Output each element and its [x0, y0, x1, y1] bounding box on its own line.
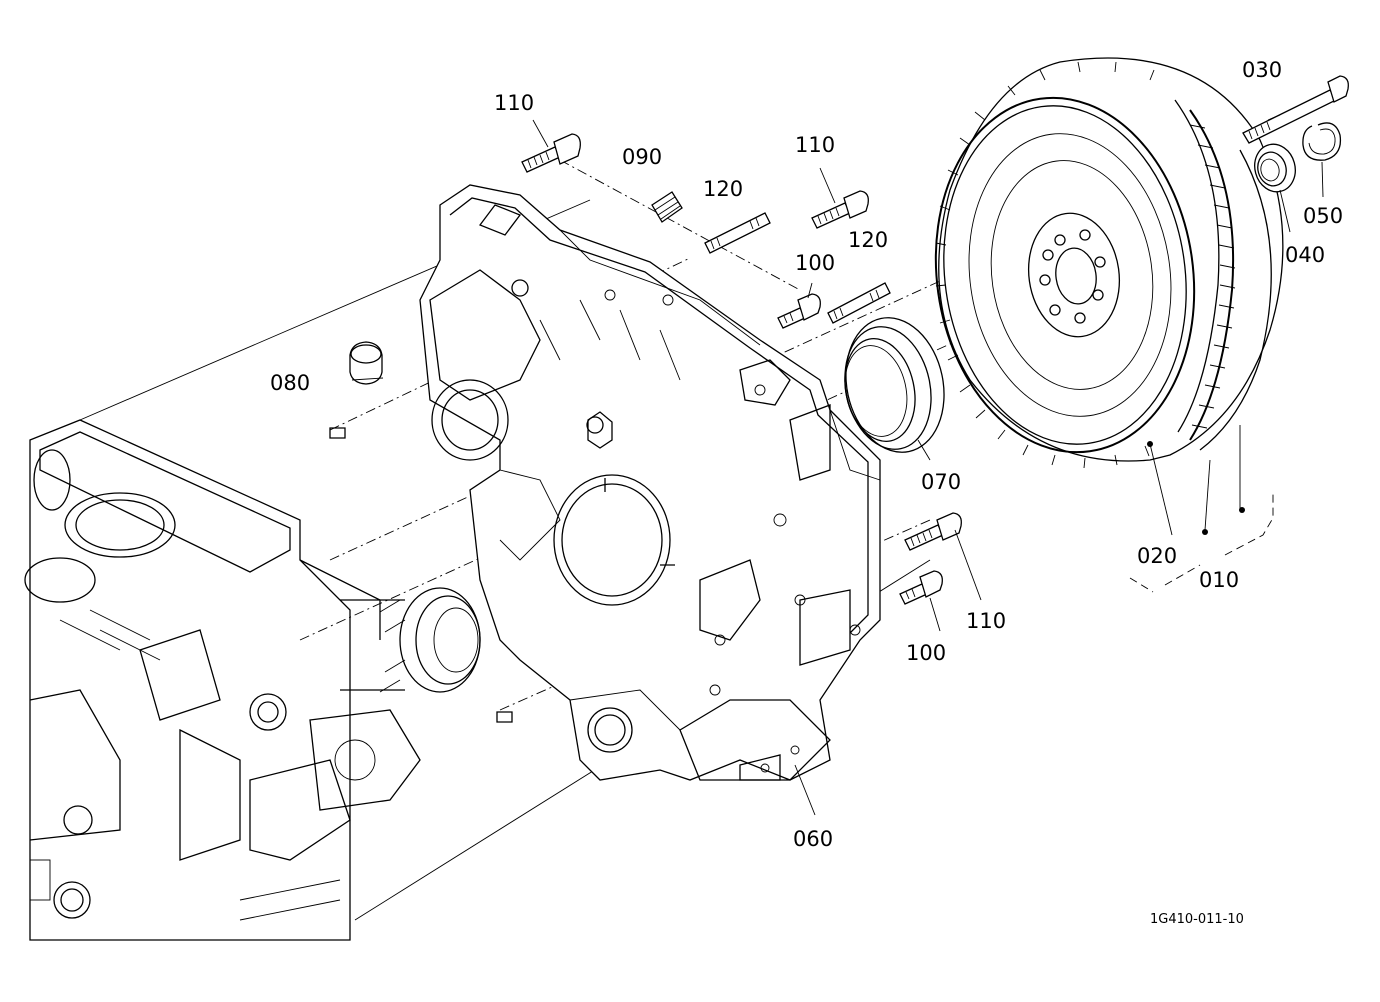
oil-seal-070 — [844, 317, 945, 453]
callout-label: 120 — [703, 177, 743, 201]
callout-label: 110 — [966, 609, 1006, 633]
callout-label: 040 — [1285, 243, 1325, 267]
bolt-110-top-right — [811, 190, 869, 229]
bolt-100-upper — [777, 293, 821, 329]
document-id: 1G410-011-10 — [1150, 912, 1244, 927]
callout-label: 050 — [1303, 204, 1343, 228]
engine-block — [24, 419, 513, 941]
bolt-110-lower — [904, 512, 962, 551]
snap-ring-050 — [1302, 122, 1342, 161]
callout-labels: 110 090 120 110 100 120 080 070 030 040 … — [270, 58, 1343, 851]
flywheel — [934, 57, 1284, 469]
callout-label: 120 — [848, 228, 888, 252]
callout-label: 110 — [494, 91, 534, 115]
callout-label: 100 — [795, 251, 835, 275]
callout-label: 110 — [795, 133, 835, 157]
callout-label: 070 — [921, 470, 961, 494]
bolt-100-lower — [899, 570, 943, 605]
flywheel-housing — [419, 184, 881, 781]
leader-lines — [351, 114, 1324, 816]
bearing-040 — [1254, 143, 1296, 193]
bolt-110-top-left — [521, 133, 581, 173]
callout-label: 090 — [622, 145, 662, 169]
callout-label: 080 — [270, 371, 310, 395]
callout-label: 030 — [1242, 58, 1282, 82]
stud-120-left — [704, 212, 771, 254]
callout-label: 020 — [1137, 544, 1177, 568]
stud-120-right — [827, 282, 891, 324]
plug-090 — [587, 191, 683, 449]
callout-label: 060 — [793, 827, 833, 851]
callout-label: 010 — [1199, 568, 1239, 592]
cap-080 — [349, 341, 383, 385]
flywheel-bolt-030 — [1242, 75, 1349, 144]
callout-label: 100 — [906, 641, 946, 665]
